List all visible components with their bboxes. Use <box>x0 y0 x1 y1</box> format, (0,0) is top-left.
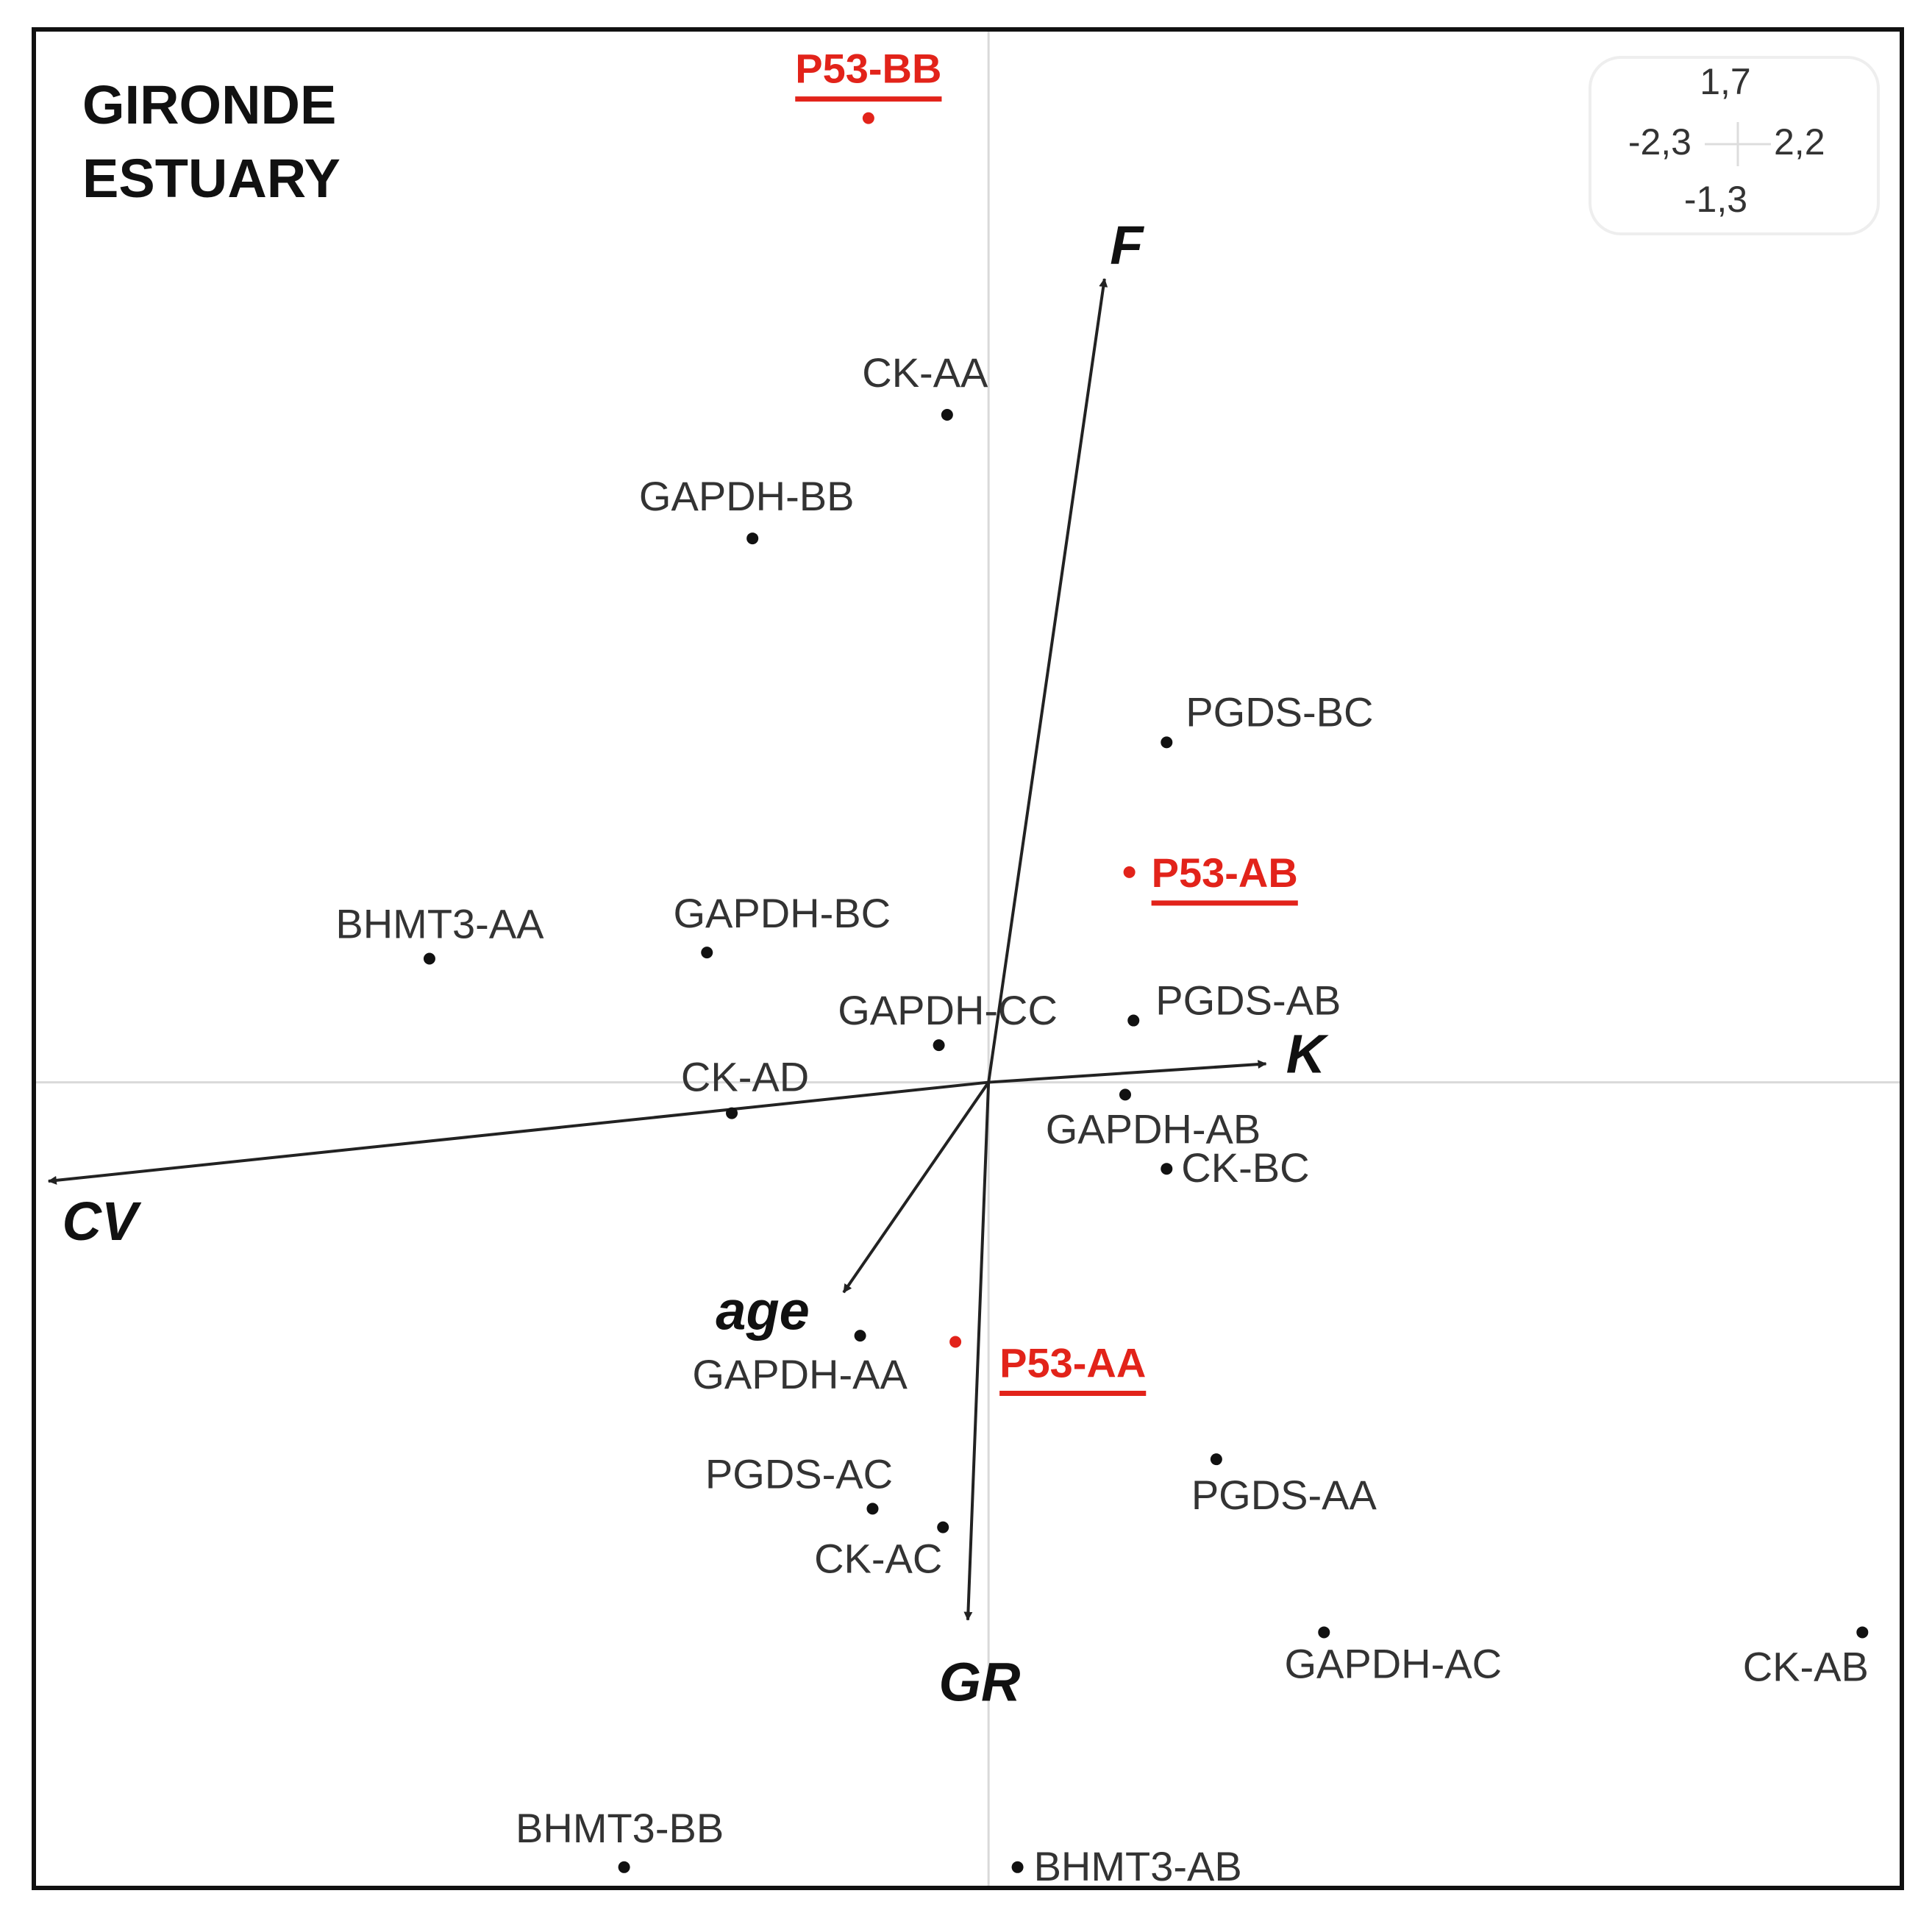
point-label-pgds-ac: PGDS-AC <box>705 1450 893 1497</box>
vector-label-k: K <box>1286 1023 1329 1084</box>
point-p53-aa <box>949 1336 962 1348</box>
plot-frame <box>32 27 1904 1890</box>
vector-label-age: age <box>716 1280 810 1341</box>
point-label-ck-ad: CK-AD <box>681 1054 809 1100</box>
point-label-pgds-aa: PGDS-AA <box>1191 1472 1377 1518</box>
point-p53-ab <box>1123 866 1136 878</box>
point-label-p53-aa: P53-AA <box>999 1340 1146 1386</box>
point-label-ck-aa: CK-AA <box>862 349 988 396</box>
point-label-ck-bc: CK-BC <box>1181 1144 1309 1191</box>
point-label-gapdh-aa: GAPDH-AA <box>692 1351 908 1397</box>
scale-left: -2,3 <box>1628 121 1692 163</box>
point-ck-ab <box>1856 1626 1869 1639</box>
point-label-pgds-ab: PGDS-AB <box>1155 977 1341 1024</box>
scale-bottom: -1,3 <box>1684 179 1747 220</box>
title-line-2: ESTUARY <box>82 148 341 209</box>
point-pgds-bc <box>1161 736 1173 749</box>
vector-cv <box>47 1080 989 1185</box>
point-gapdh-ab <box>1119 1088 1131 1101</box>
point-ck-bc <box>1161 1163 1173 1175</box>
point-label-bhmt3-aa: BHMT3-AA <box>335 901 544 947</box>
point-gapdh-ac <box>1318 1626 1330 1639</box>
point-label-p53-ab: P53-AB <box>1152 849 1298 896</box>
point-gapdh-aa <box>854 1330 866 1342</box>
vector-age <box>842 1081 990 1294</box>
point-bhmt3-ab <box>1011 1861 1024 1873</box>
point-label-gapdh-cc: GAPDH-CC <box>838 987 1058 1033</box>
point-pgds-aa <box>1210 1453 1222 1466</box>
scale-box: 1,7 -2,3 2,2 -1,3 <box>1589 56 1880 235</box>
point-pgds-ac <box>866 1503 879 1515</box>
vector-label-cv: CV <box>62 1191 141 1252</box>
point-p53-bb <box>862 112 874 124</box>
point-gapdh-bc <box>701 947 713 959</box>
point-ck-ad <box>726 1107 738 1119</box>
point-label-ck-ac: CK-AC <box>814 1536 942 1582</box>
point-label-gapdh-ac: GAPDH-AC <box>1284 1640 1502 1686</box>
data-points: P53-BB CK-AA GAPDH-BB PGDS-BC P53-AB BHMT3-AA… <box>335 46 1869 1889</box>
point-bhmt3-aa <box>423 952 435 965</box>
point-label-p53-bb: P53-BB <box>795 46 941 92</box>
vector-k <box>988 1060 1267 1084</box>
scale-right: 2,2 <box>1774 121 1825 163</box>
vector-gr <box>963 1082 991 1621</box>
point-gapdh-cc <box>933 1039 945 1052</box>
vector-f <box>987 278 1108 1083</box>
point-label-gapdh-ab: GAPDH-AB <box>1046 1105 1261 1152</box>
title-line-1: GIRONDE <box>82 74 336 135</box>
point-label-ck-ab: CK-AB <box>1743 1643 1869 1689</box>
vector-label-f: F <box>1110 215 1144 276</box>
point-gapdh-bb <box>746 532 759 545</box>
scale-box-frame <box>1589 56 1880 235</box>
scale-top: 1,7 <box>1700 61 1751 102</box>
point-bhmt3-bb <box>618 1861 630 1873</box>
chart-title: GIRONDE ESTUARY <box>82 74 341 209</box>
point-label-gapdh-bc: GAPDH-BC <box>673 890 891 936</box>
point-label-pgds-bc: PGDS-BC <box>1186 688 1373 735</box>
point-label-gapdh-bb: GAPDH-BB <box>639 473 855 519</box>
point-ck-ac <box>937 1521 949 1533</box>
point-ck-aa <box>941 409 953 421</box>
vector-label-gr: GR <box>939 1652 1021 1713</box>
point-label-bhmt3-bb: BHMT3-BB <box>516 1805 724 1851</box>
point-pgds-ab <box>1127 1014 1140 1027</box>
point-label-bhmt3-ab: BHMT3-AB <box>1034 1843 1242 1889</box>
